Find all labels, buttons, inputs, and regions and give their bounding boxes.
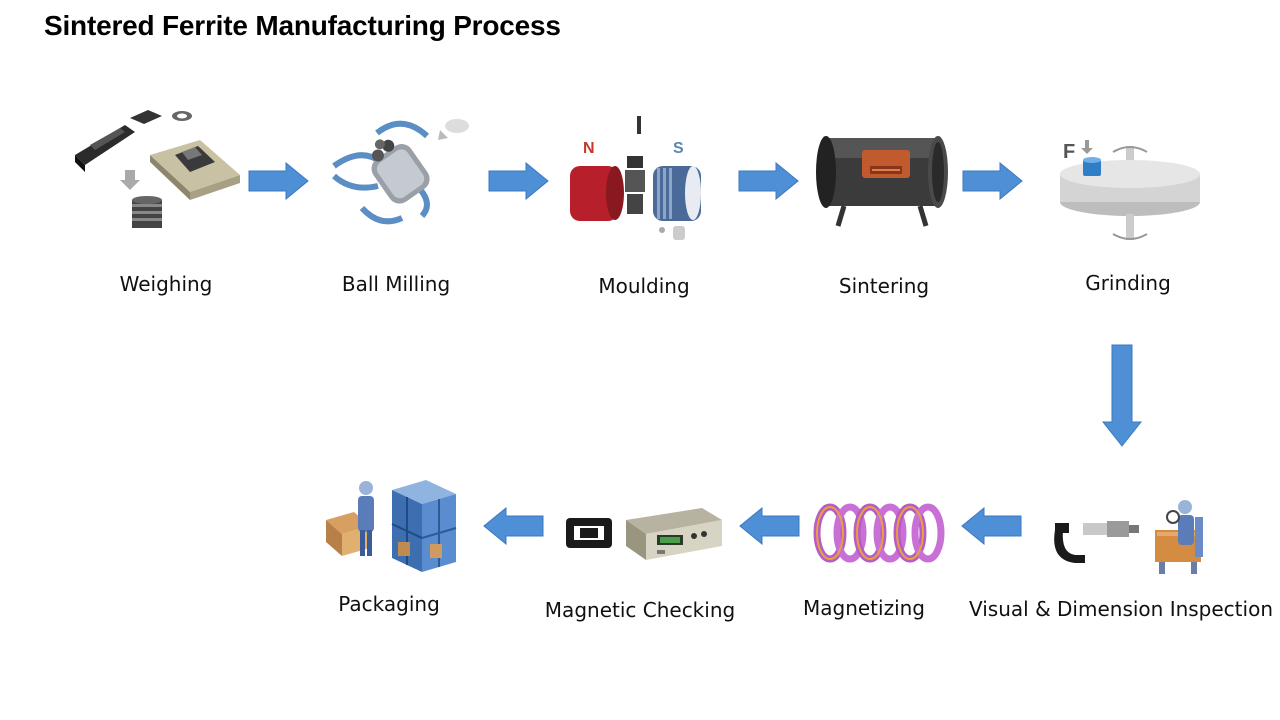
flow-arrow-right [962, 162, 1023, 200]
step-label-weighing: Weighing [119, 272, 213, 296]
page-title: Sintered Ferrite Manufacturing Process [44, 10, 561, 41]
flow-arrow-right [488, 162, 549, 200]
packing-illustration [326, 480, 457, 572]
weighing-illustration [75, 110, 240, 228]
step-label-grinding: Grinding [1085, 271, 1171, 295]
south-pole-label: S [673, 140, 684, 157]
micrometer-inspection-illustration [1054, 500, 1203, 574]
magnetic-press-illustration: N S [570, 116, 701, 240]
flow-arrow-left [739, 507, 800, 545]
kiln-illustration [816, 136, 948, 227]
gaussmeter-illustration [566, 508, 722, 560]
step-label-inspection: Visual & Dimension Inspection [969, 597, 1273, 621]
force-label: F [1063, 141, 1075, 163]
step-label-magnetizing: Magnetizing [802, 596, 926, 620]
flow-arrow-down [1102, 344, 1142, 447]
step-label-moulding: Moulding [598, 274, 690, 298]
step-label-packaging: Packaging [338, 592, 440, 616]
flow-arrow-right [738, 162, 799, 200]
coil-illustration [813, 503, 945, 563]
north-pole-label: N [583, 140, 595, 157]
grinding-wheel-illustration: F [1060, 140, 1200, 240]
ball-mill-illustration [332, 119, 469, 225]
step-label-magnetic-checking: Magnetic Checking [544, 598, 736, 622]
flow-arrow-left [961, 507, 1022, 545]
flow-arrow-left [483, 507, 544, 545]
step-label-sintering: Sintering [838, 274, 930, 298]
flow-arrow-right [248, 162, 309, 200]
step-label-ball-milling: Ball Milling [341, 272, 451, 296]
